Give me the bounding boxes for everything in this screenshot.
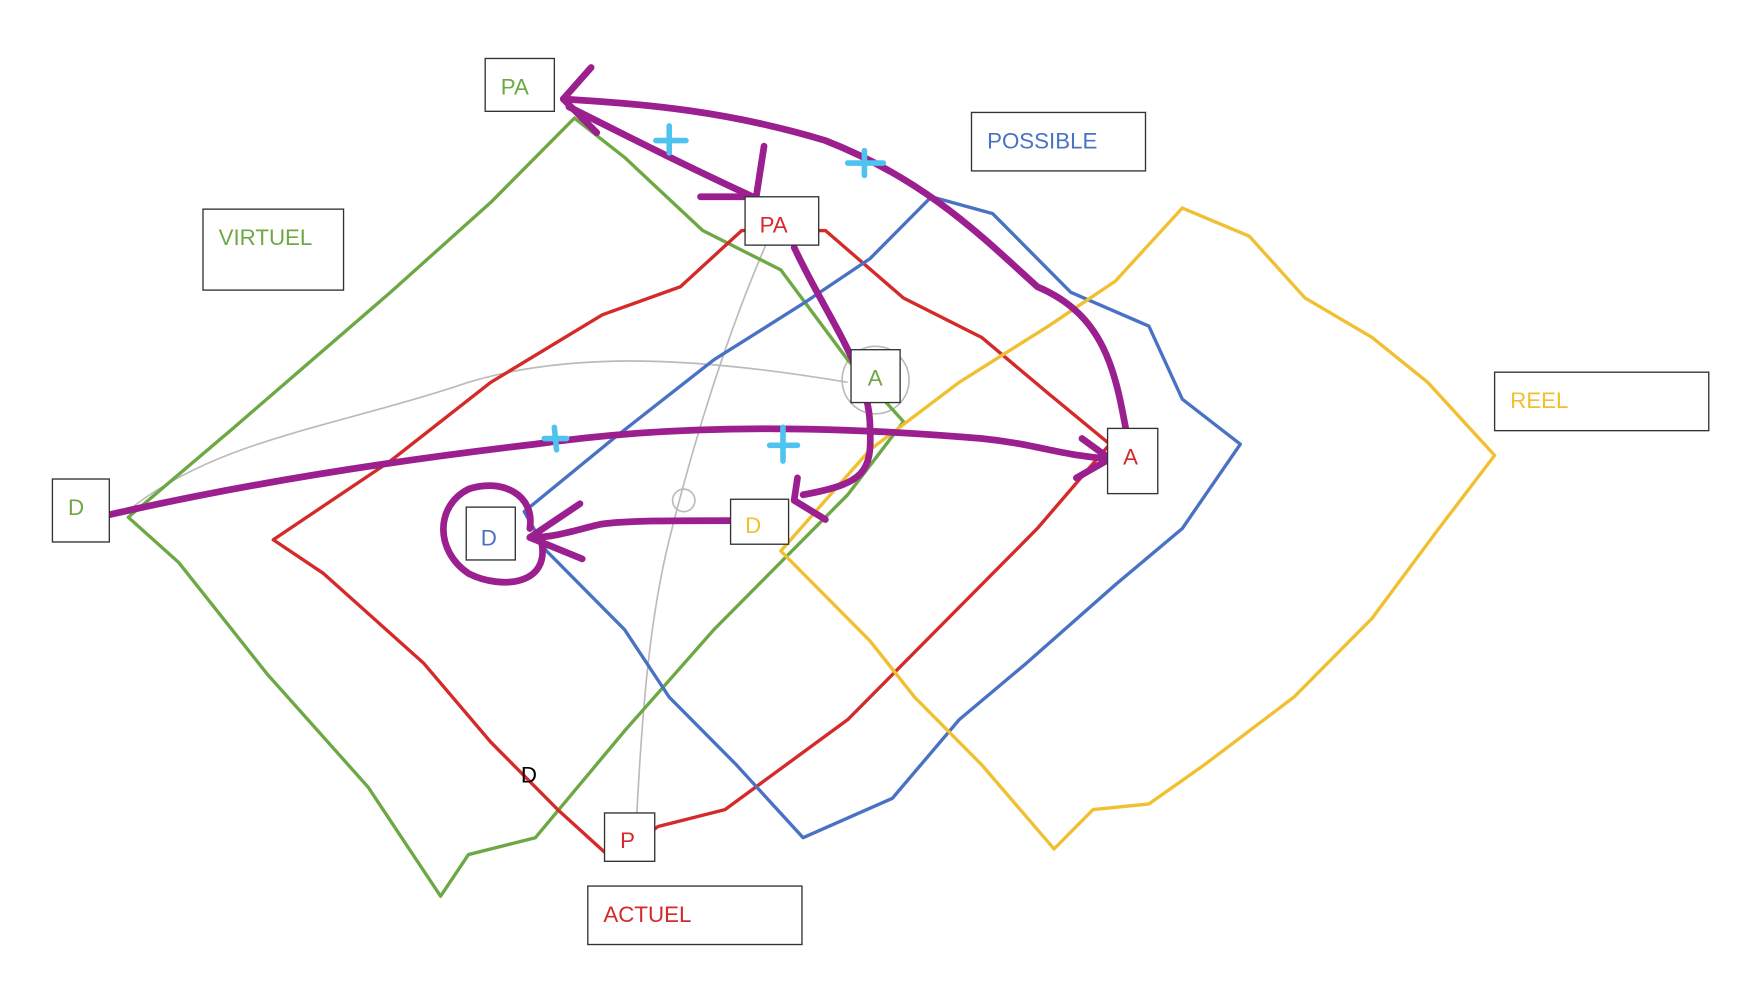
possible-region-outline [522,195,1242,840]
node-a-red-text: A [1123,444,1138,469]
node-a-green-text: A [868,366,883,391]
actuel-region-outline [271,228,1112,862]
node-d-blue: D [465,506,516,561]
node-d-blue-text: D [481,525,497,550]
node-d-yellow: D [729,498,790,545]
pencil-sketch [133,235,910,833]
reel-region-outline [779,206,1497,851]
label-possible: POSSIBLE [970,111,1147,172]
node-pa-green: PA [484,57,556,112]
label-reel: REEL [1493,371,1710,432]
node-a-red: A [1106,427,1159,495]
node-pa-red-text: PA [760,213,788,238]
label-virtuel: VIRTUEL [202,208,345,291]
node-pa-green-text: PA [501,74,529,99]
node-d-yellow-text: D [745,513,761,538]
label-possible-text: POSSIBLE [987,128,1097,153]
virtuel-region-outline [126,116,906,898]
node-pa-red: PA [744,196,820,246]
node-d-green: D [51,478,110,543]
cross-marks [541,123,887,464]
node-d-black-text: D [521,763,537,788]
node-p-red: P [603,812,656,862]
label-reel-text: REEL [1510,388,1568,413]
label-actuel-text: ACTUEL [603,902,691,927]
node-a-green: A [850,349,901,404]
label-virtuel-text: VIRTUEL [219,225,313,250]
label-actuel: ACTUEL [587,885,803,946]
node-d-green-text: D [68,495,84,520]
purple-arrows [104,64,1130,586]
node-p-red-text: P [620,828,635,853]
